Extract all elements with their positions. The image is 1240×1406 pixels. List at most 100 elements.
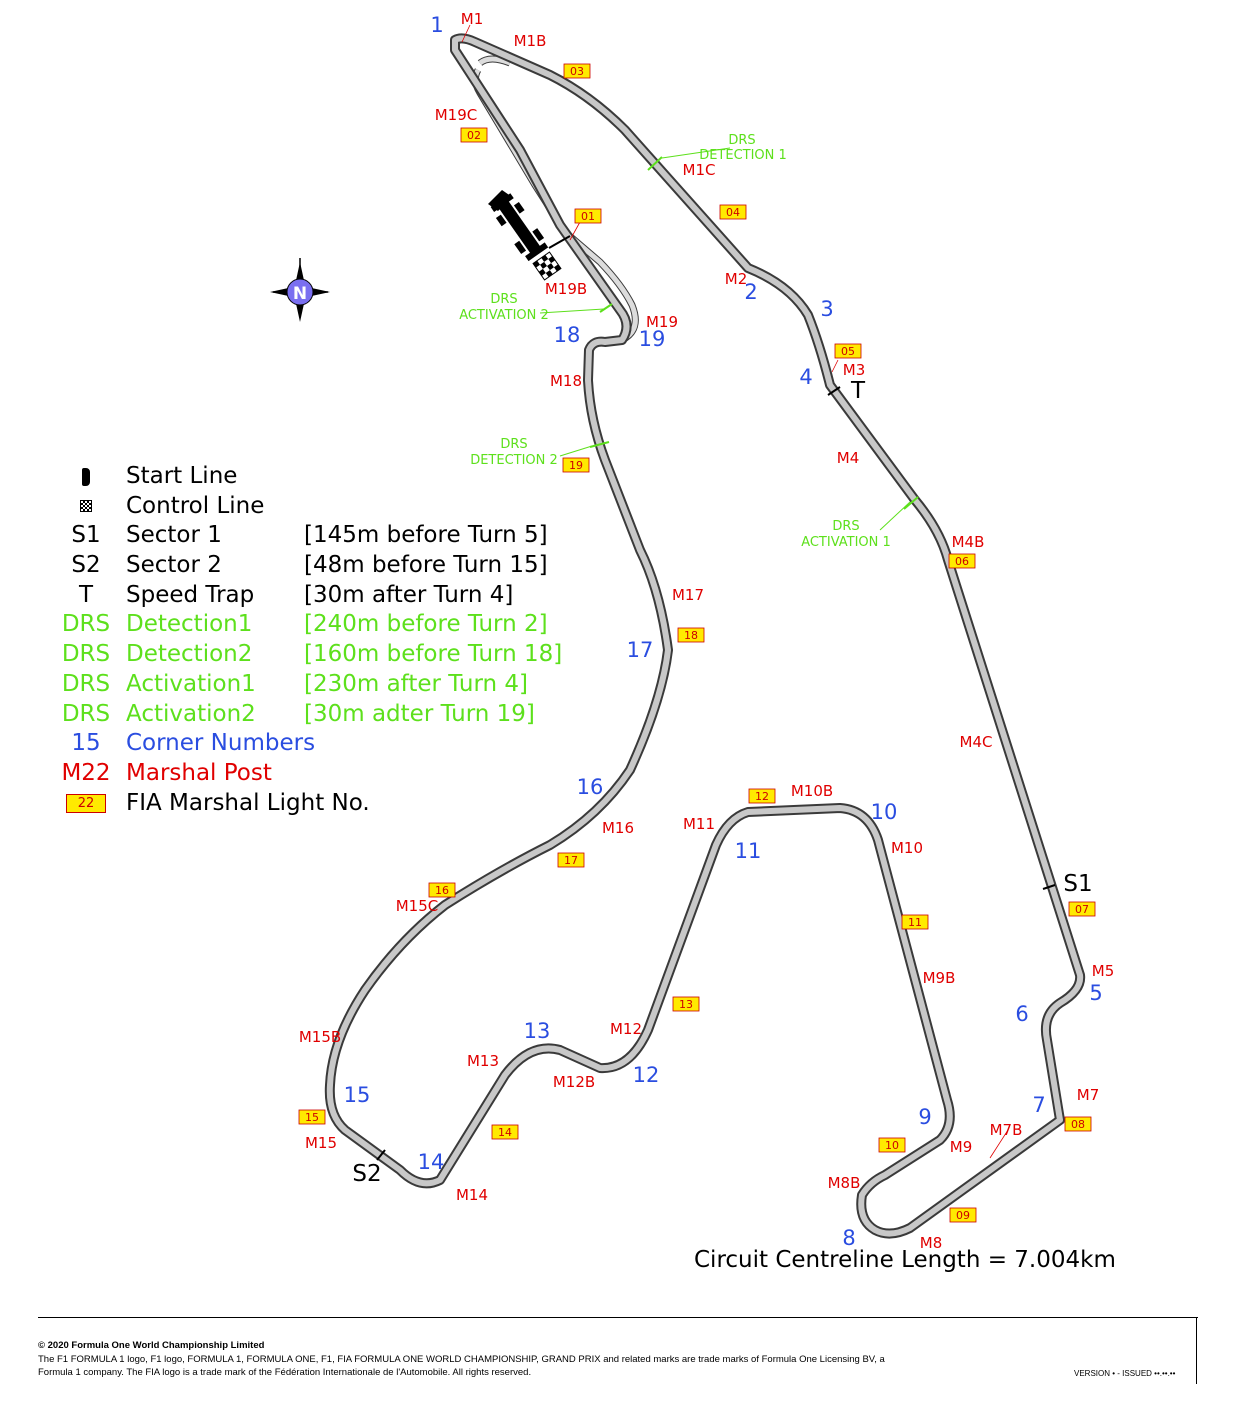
marshal-light-label-17: 17 — [564, 854, 578, 867]
marshal-post-m13: M13 — [467, 1052, 499, 1070]
footer-line-2: Formula 1 company. The FIA logo is a tra… — [38, 1367, 532, 1378]
track-surface — [326, 35, 1084, 1237]
marshal-post-m17: M17 — [672, 586, 704, 604]
marshal-light-03: 03 — [563, 63, 591, 79]
legend-label: Speed Trap — [126, 581, 255, 608]
legend-symbol: S1 — [71, 522, 101, 549]
corner-number-9: 9 — [918, 1105, 931, 1129]
legend-row: 15 Corner Numbers — [60, 729, 680, 759]
legend-label: Corner Numbers — [126, 730, 316, 757]
marshal-post-m12: M12 — [610, 1020, 642, 1038]
marshal-post-m1b: M1B — [514, 32, 547, 50]
compass-n-label: N — [293, 284, 307, 304]
marshal-light-label-11: 11 — [908, 916, 922, 929]
marshal-post-m11: M11 — [683, 815, 715, 833]
marshal-post-m10: M10 — [891, 839, 923, 857]
marshal-light-12: 12 — [748, 788, 776, 804]
legend-note: [240m before Turn 2] — [304, 611, 548, 638]
corner-number-18: 18 — [554, 323, 581, 347]
marshal-post-m8b: M8B — [828, 1174, 861, 1192]
legend-symbol: 15 — [71, 730, 101, 757]
sector1-label: S1 — [1063, 871, 1092, 897]
corner-number-14: 14 — [418, 1150, 445, 1174]
marshal-light-label-01: 01 — [581, 210, 595, 223]
marshal-post-m16: M16 — [602, 819, 634, 837]
marshal-light-label-08: 08 — [1071, 1118, 1085, 1131]
drs-activation2-label-0: DRS — [490, 292, 517, 307]
marshal-light-label-09: 09 — [956, 1209, 970, 1222]
corner-number-16: 16 — [577, 775, 604, 799]
chequered-flag-icon — [532, 251, 562, 281]
legend-note: [145m before Turn 5] — [304, 522, 548, 549]
marshal-post-m15b: M15B — [299, 1028, 341, 1046]
speed-trap-label: T — [850, 378, 866, 404]
legend-row: Control Line — [60, 492, 680, 522]
corner-number-17: 17 — [627, 638, 654, 662]
marshal-light-label-05: 05 — [841, 345, 855, 358]
marshal-light-label-13: 13 — [679, 998, 693, 1011]
marshal-light-label-15: 15 — [305, 1111, 319, 1124]
marshal-light-07: 07 — [1068, 901, 1096, 917]
circuit-length-label: Circuit Centreline Length = 7.004km — [694, 1247, 1116, 1273]
marshal-post-m7: M7 — [1077, 1086, 1100, 1104]
corner-number-7: 7 — [1032, 1093, 1045, 1117]
start-line-icon — [60, 462, 112, 492]
marshal-post-m4: M4 — [837, 449, 860, 467]
corner-number-11: 11 — [735, 839, 762, 863]
footer-rule-vertical — [1196, 1318, 1197, 1384]
marshal-light-label-06: 06 — [955, 555, 969, 568]
marshal-light-04: 04 — [719, 204, 747, 220]
marshal-post-m8: M8 — [920, 1234, 943, 1252]
marshal-post-m7b: M7B — [990, 1121, 1023, 1139]
marshal-post-m1c: M1C — [683, 161, 716, 179]
drs-detection1-label-0: DRS — [728, 133, 755, 148]
marshal-light-06: 06 — [948, 553, 976, 569]
legend-symbol: M22 — [61, 759, 111, 786]
marshal-light-label-12: 12 — [755, 790, 769, 803]
drs-activation2-line — [599, 303, 613, 313]
marshal-light-05: 05 — [834, 343, 862, 359]
legend-symbol: DRS — [61, 670, 111, 697]
marshal-post-m3: M3 — [843, 361, 866, 379]
marshal-light-label-07: 07 — [1075, 903, 1089, 916]
marshal-post-m9: M9 — [950, 1138, 973, 1156]
marshal-light-label-10: 10 — [885, 1139, 899, 1152]
legend-label: Detection1 — [126, 611, 253, 638]
corner-number-12: 12 — [633, 1063, 660, 1087]
marshal-light-08: 08 — [1064, 1116, 1092, 1132]
legend-symbol: S2 — [71, 552, 101, 579]
drs-detection1-line — [647, 156, 663, 171]
marshal-post-m15c: M15C — [396, 897, 439, 915]
legend-label: Activation1 — [126, 670, 256, 697]
drs-detection2-line — [589, 441, 610, 448]
marshal-light-10: 10 — [878, 1137, 906, 1153]
marshal-light-17: 17 — [557, 852, 585, 868]
marshal-post-m15: M15 — [305, 1134, 337, 1152]
corner-number-4: 4 — [799, 365, 812, 389]
legend-symbol: DRS — [61, 611, 111, 638]
marshal-post-m2: M2 — [725, 270, 748, 288]
legend-symbol: T — [78, 581, 94, 608]
legend-label: Start Line — [126, 463, 238, 489]
sector2-label: S2 — [352, 1161, 381, 1187]
marshal-post-m5: M5 — [1092, 962, 1115, 980]
marshal-light-label-04: 04 — [726, 206, 740, 219]
marshal-post-m4c: M4C — [960, 733, 993, 751]
marshal-post-m19: M19 — [646, 313, 678, 331]
legend-label: FIA Marshal Light No. — [126, 789, 370, 816]
legend-label: Marshal Post — [126, 759, 272, 786]
corner-number-19: 19 — [639, 327, 666, 351]
marshal-post-m12b: M12B — [553, 1073, 595, 1091]
start-arrow-icon — [488, 190, 512, 211]
corner-number-10: 10 — [871, 800, 898, 824]
drs-detection2-label-0: DRS — [500, 437, 527, 452]
marshal-light-01: 01 — [574, 208, 602, 224]
marshal-light-09: 09 — [949, 1207, 977, 1223]
legend-row: M22 Marshal Post — [60, 759, 680, 789]
